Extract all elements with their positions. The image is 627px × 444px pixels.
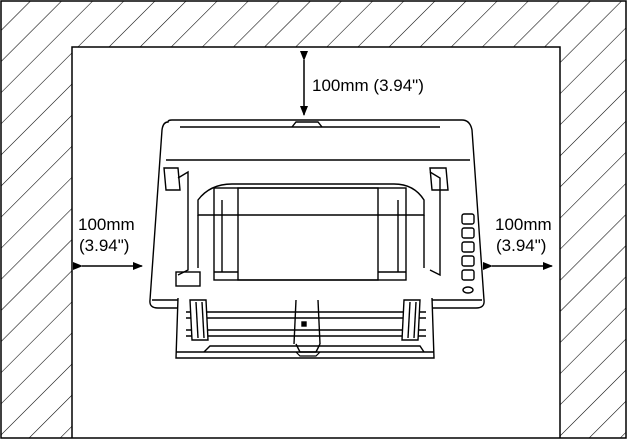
left-clearance-label-line1: 100mm xyxy=(78,215,135,234)
right-clearance-label-line2: (3.94") xyxy=(496,236,547,255)
right-clearance-label-line1: 100mm xyxy=(495,215,552,234)
wall-inner-edge xyxy=(71,46,561,438)
left-clearance-label-line2: (3.94") xyxy=(79,236,130,255)
scanner-illustration xyxy=(149,119,485,359)
top-clearance-label: 100mm (3.94") xyxy=(312,76,424,95)
